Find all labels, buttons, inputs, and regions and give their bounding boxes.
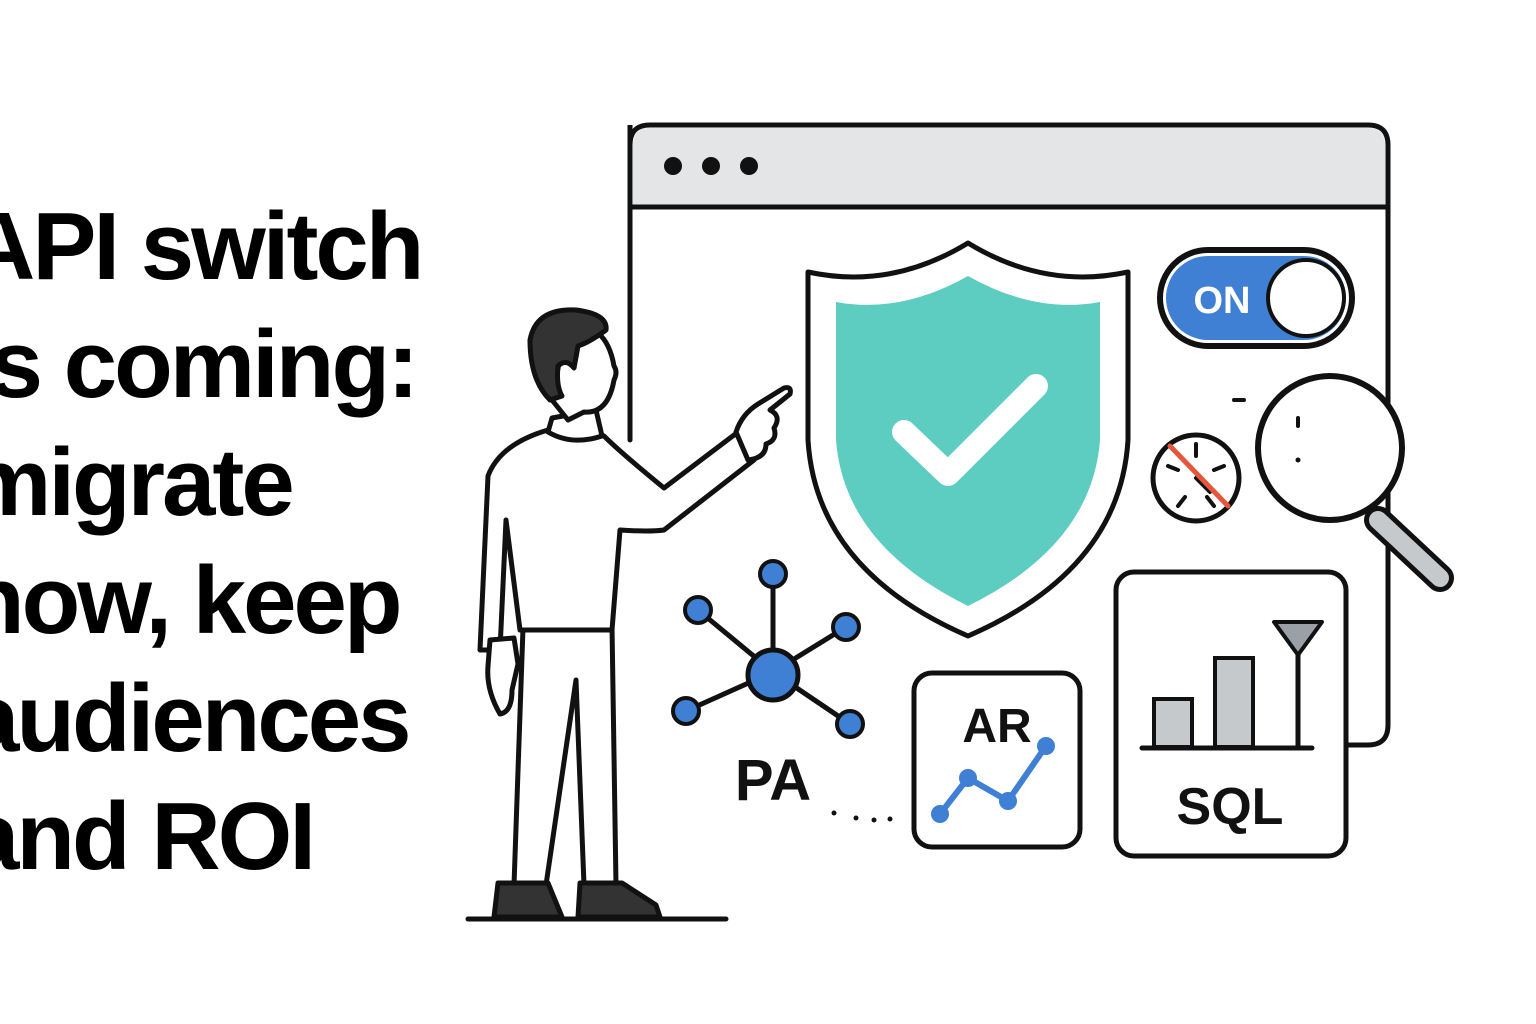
line-chart-icon (931, 737, 1055, 823)
strike-line (1167, 443, 1231, 509)
network-label: PA (735, 748, 811, 813)
toggle-icon[interactable]: ON (1157, 247, 1355, 349)
check-icon (892, 374, 1048, 486)
headline-line-2: is coming: (0, 311, 419, 418)
network-icon: PA (671, 559, 865, 813)
headline-line-6: and ROI (0, 783, 316, 890)
headline-line-3: migrate (0, 429, 295, 536)
person-illustration (465, 307, 793, 922)
headline-line-4: now, keep (0, 547, 403, 654)
window-dot-icon (740, 157, 758, 175)
headline: API switch is coming: migrate now, keep … (0, 188, 486, 896)
headline-line-1: API switch (0, 193, 424, 300)
toggle-label: ON (1194, 280, 1251, 322)
bar-card: SQL (1113, 569, 1349, 859)
shield-icon (805, 240, 1131, 639)
window-dot-icon (664, 157, 682, 175)
bar-chart-icon (1139, 620, 1324, 751)
headline-line-5: audiences (0, 665, 412, 772)
trend-card: AR (911, 670, 1083, 850)
bar-card-label: SQL (1177, 778, 1284, 836)
clock-icon (1150, 432, 1242, 524)
magnifier-icon (1232, 373, 1454, 592)
trend-card-label: AR (962, 700, 1031, 753)
window-title-bar (633, 128, 1385, 205)
window-dot-icon (702, 157, 720, 175)
dotted-connector (831, 810, 893, 823)
